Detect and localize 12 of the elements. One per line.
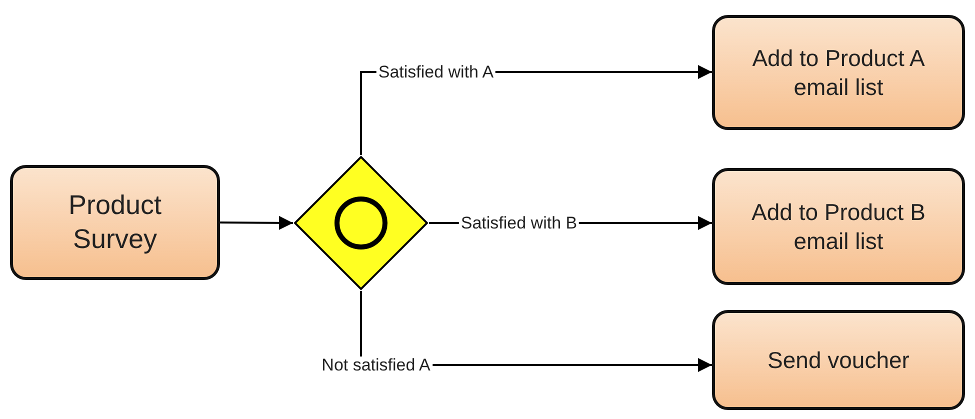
edge-label: Satisfied with A xyxy=(376,64,496,80)
box-text: Send voucher xyxy=(768,346,910,374)
box-text: Add to Product A email list xyxy=(751,44,926,102)
process-box xyxy=(712,168,965,285)
process-box xyxy=(712,15,965,130)
box-text: Add to Product B email list xyxy=(750,198,926,256)
gateway-diamond xyxy=(293,155,429,291)
box-text: Product Survey xyxy=(67,188,163,256)
process-box xyxy=(10,165,220,280)
arrow xyxy=(220,216,293,230)
edge-label: Satisfied with B xyxy=(458,214,580,232)
process-box xyxy=(712,310,965,410)
